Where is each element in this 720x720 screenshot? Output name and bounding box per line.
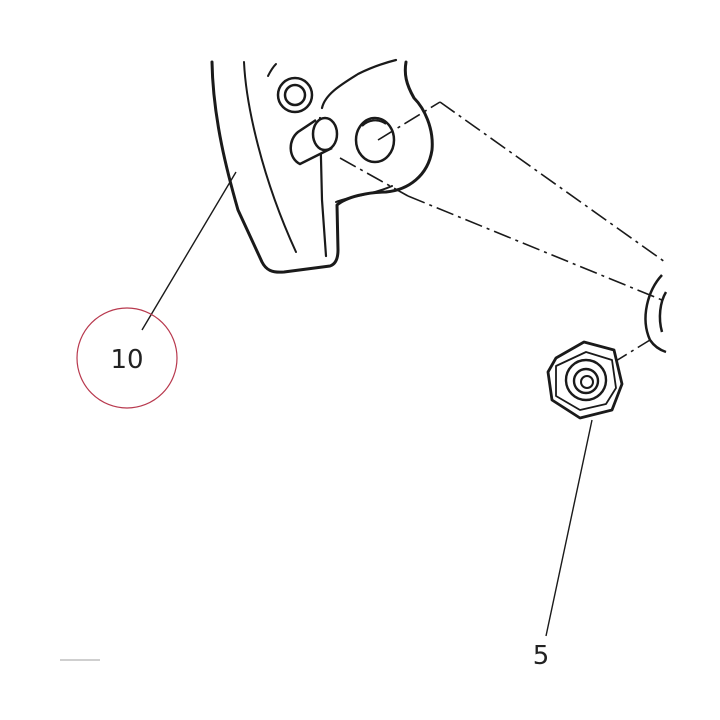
- bracket-holes: [276, 76, 396, 166]
- bracket-part: [210, 58, 434, 274]
- bracket-inner-flange: [243, 61, 297, 253]
- pin-stud-end: [311, 116, 339, 152]
- hex-nut-part: [546, 340, 624, 420]
- alignment-line-lower-diagonal: [407, 195, 663, 301]
- callout-5-label: 5: [533, 641, 550, 671]
- washer-inner: [658, 291, 668, 333]
- bracket-lower-lip: [335, 185, 393, 203]
- leader-lines: [141, 171, 593, 637]
- alignment-line-short: [339, 157, 409, 197]
- callout-highlight-circle: [76, 307, 178, 409]
- hex-nut-bore: [580, 375, 594, 389]
- bracket-inner-step: [267, 63, 277, 77]
- callout-5[interactable]: 5: [533, 641, 550, 671]
- bracket-outline: [210, 60, 434, 274]
- hex-nut-chamfer: [555, 351, 617, 411]
- pivot-hole-rim: [361, 119, 387, 127]
- pivot-hole: [354, 116, 396, 164]
- leader-line-5: [545, 419, 593, 637]
- callout-10-label: 10: [110, 345, 143, 375]
- upper-hole-inner: [283, 83, 307, 107]
- bracket-inner-curve: [320, 58, 398, 110]
- alignment-line-pivot: [377, 101, 441, 141]
- leader-line-10: [141, 171, 237, 331]
- washer-outer: [644, 274, 667, 354]
- callout-10[interactable]: 10: [76, 307, 178, 409]
- washer-part: [644, 274, 668, 354]
- alignment-line-top-diagonal: [439, 101, 666, 263]
